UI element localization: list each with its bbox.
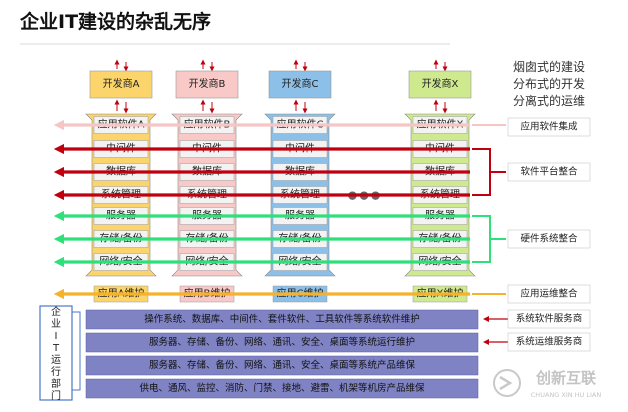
maintenance-band [85,332,479,353]
group-software-platform-box [507,162,591,182]
note-line: 分离式的运维 [513,93,585,108]
hardware-bracket [472,215,491,263]
it-dept-bracket [72,311,81,391]
vendor-label: 开发商C [282,77,319,90]
maintenance-band [85,309,479,330]
band-label: 服务器、存储、备份、网络、通讯、安全、桌面等系统产品维保 [149,359,416,371]
maintenance-band [85,378,479,399]
watermark-subtext: CHUANG XIN HU LIAN [531,391,602,399]
vendor-label: 开发商X [422,77,459,90]
vendor-label: 开发商B [189,77,226,90]
service-box [507,309,591,329]
group-ops: 应用运维整合 [520,288,578,300]
watermark-text: 创新互联 [535,369,597,387]
maintenance-band [85,355,479,376]
page-title: 企业IT建设的杂乱无序 [19,10,211,33]
vendor-label: 开发商A [103,77,140,90]
vendor-box [408,70,472,99]
group-app-integration-box [507,117,591,137]
vendor-box [175,70,239,99]
group-hardware: 硬件系统整合 [520,233,578,245]
vendor-box [89,70,153,99]
software-bracket [472,148,491,196]
service-label: 系统运维服务商 [516,336,583,348]
group-hardware-box [507,229,591,249]
group-ops-box [507,284,591,304]
watermark-logo-icon [493,369,521,397]
it-dept-box [39,305,73,401]
service-box [507,332,591,352]
group-software-platform: 软件平台整合 [520,166,578,178]
note-line: 分布式的开发 [513,76,585,91]
service-label: 系统软件服务商 [516,313,583,325]
band-label: 供电、通风、监控、消防、门禁、接地、避雷、机架等机房产品维保 [139,382,425,394]
band-label: 服务器、存储、备份、网络、通讯、安全、桌面等系统运行维护 [149,336,415,348]
vendor-box [268,70,332,99]
note-line: 烟囱式的建设 [513,59,585,74]
group-app-integration: 应用软件集成 [520,121,578,133]
band-label: 操作系统、数据库、中间件、套件软件、工具软件等系统软件维护 [144,313,420,325]
watermark-logo-icon [499,375,513,391]
